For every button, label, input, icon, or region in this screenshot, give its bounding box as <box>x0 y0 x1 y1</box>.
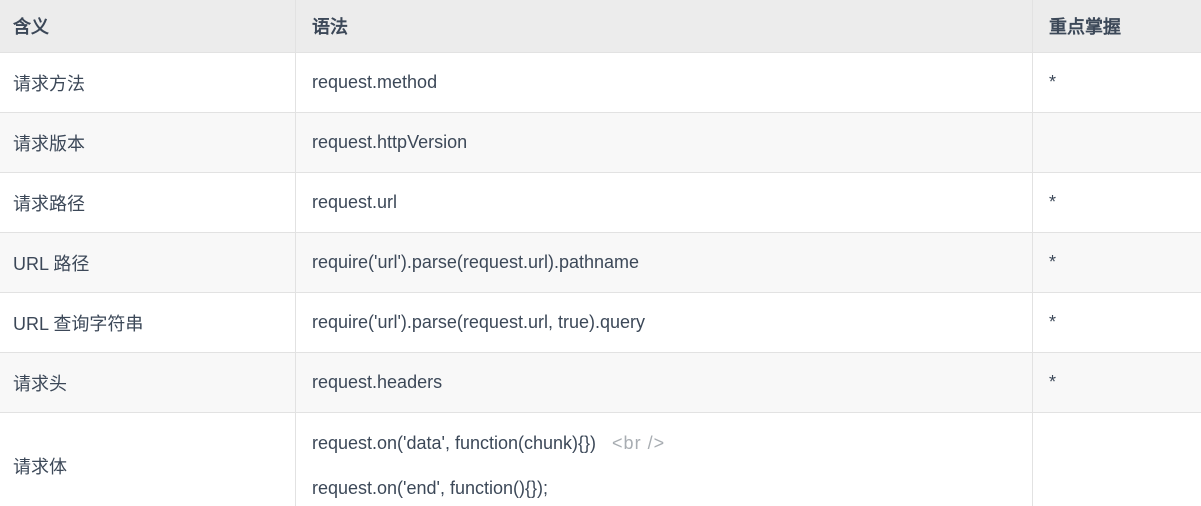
table-header: 含义 语法 重点掌握 <box>0 0 1201 53</box>
syntax-code: request.on('data', function(chunk){}) <box>312 433 597 453</box>
table-row: 请求路径 request.url * <box>0 172 1201 233</box>
meaning-cell: 请求方法 <box>0 52 296 113</box>
key-cell: * <box>1032 52 1201 113</box>
key-cell <box>1032 112 1201 173</box>
table-body: 请求方法 request.method * 请求版本 request.httpV… <box>0 52 1201 506</box>
key-cell: * <box>1032 292 1201 353</box>
column-header-syntax: 语法 <box>295 0 1033 53</box>
star-marker: * <box>1049 312 1057 332</box>
syntax-cell: request.method <box>295 52 1033 113</box>
syntax-cell: require('url').parse(request.url).pathna… <box>295 232 1033 293</box>
meaning-cell: 请求头 <box>0 352 296 413</box>
key-cell: * <box>1032 352 1201 413</box>
syntax-cell: request.httpVersion <box>295 112 1033 173</box>
star-marker: * <box>1049 372 1057 392</box>
column-header-key: 重点掌握 <box>1032 0 1201 53</box>
star-marker: * <box>1049 192 1057 212</box>
star-marker: * <box>1049 72 1057 92</box>
table-row: 请求头 request.headers * <box>0 352 1201 413</box>
key-cell <box>1032 412 1201 506</box>
table-row: URL 路径 require('url').parse(request.url)… <box>0 232 1201 293</box>
table-row: 请求体 request.on('data', function(chunk){}… <box>0 412 1201 506</box>
syntax-line-1: request.on('data', function(chunk){}) <br… <box>312 430 1016 456</box>
meaning-cell: URL 查询字符串 <box>0 292 296 353</box>
table-row: URL 查询字符串 require('url').parse(request.u… <box>0 292 1201 353</box>
meaning-cell: 请求路径 <box>0 172 296 233</box>
table-row: 请求版本 request.httpVersion <box>0 112 1201 173</box>
key-cell: * <box>1032 172 1201 233</box>
syntax-line-2: request.on('end', function(){}); <box>312 475 1016 501</box>
syntax-cell: require('url').parse(request.url, true).… <box>295 292 1033 353</box>
header-row: 含义 语法 重点掌握 <box>0 0 1201 53</box>
syntax-cell: request.on('data', function(chunk){}) <br… <box>295 412 1033 506</box>
meaning-cell: 请求体 <box>0 412 296 506</box>
syntax-cell: request.url <box>295 172 1033 233</box>
syntax-cell: request.headers <box>295 352 1033 413</box>
table-row: 请求方法 request.method * <box>0 52 1201 113</box>
star-marker: * <box>1049 252 1057 272</box>
meaning-cell: 请求版本 <box>0 112 296 173</box>
meaning-cell: URL 路径 <box>0 232 296 293</box>
column-header-meaning: 含义 <box>0 0 296 53</box>
literal-br-tag: <br /> <box>612 433 666 453</box>
key-cell: * <box>1032 232 1201 293</box>
syntax-code: request.on('end', function(){}); <box>312 478 549 498</box>
